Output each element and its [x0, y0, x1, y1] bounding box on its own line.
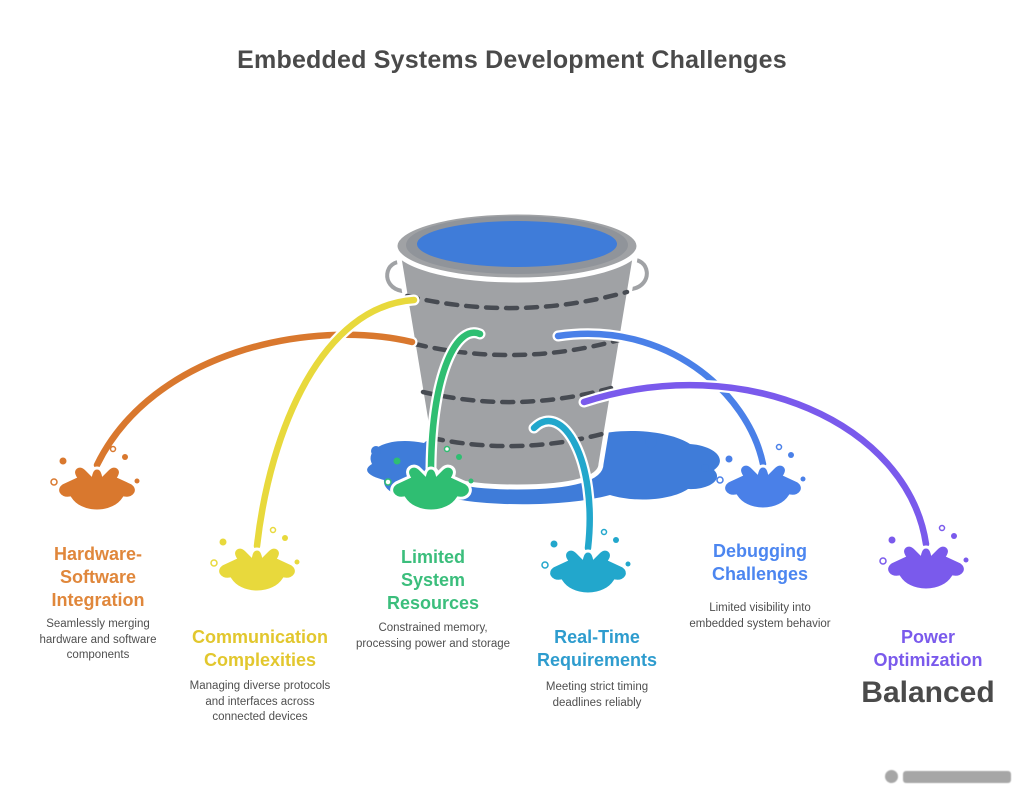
- watermark-text-bar: [903, 770, 1011, 783]
- leak-stream-hardware-software: [91, 329, 418, 471]
- label-limited-system-resources: Limited System Resources: [386, 547, 480, 614]
- bucket: [382, 209, 652, 490]
- splash-icon-hardware-software: [50, 445, 140, 513]
- desc-communication-complexities: Managing diverse protocols and interface…: [189, 680, 331, 724]
- watermark: [885, 768, 1011, 785]
- splash-icon-debugging: [716, 443, 806, 511]
- page-title: Embedded Systems Development Challenges: [237, 46, 787, 74]
- label-real-time-requirements: Real-Time Requirements: [536, 627, 658, 671]
- water-surface: [417, 221, 617, 267]
- label-debugging-challenges: Debugging Challenges: [711, 541, 809, 585]
- label-power-optimization: Power Optimization: [873, 627, 983, 671]
- splash-icon-communication: [210, 526, 300, 594]
- leak-streams: [91, 294, 932, 554]
- desc-debugging-challenges: Limited visibility into embedded system …: [689, 602, 831, 630]
- desc-real-time-requirements: Meeting strict timing deadlines reliably: [545, 681, 649, 709]
- splash-icon-resources: [384, 445, 474, 513]
- bucket-dashed-seams: [404, 289, 630, 449]
- label-communication-complexities: Communication Complexities: [191, 627, 328, 671]
- splash-icon-realtime: [541, 528, 631, 596]
- splash-icons: [50, 443, 969, 596]
- desc-limited-system-resources: Constrained memory, processing power and…: [355, 622, 511, 650]
- label-hardware-software-integration: Hardware-Software Integration: [51, 544, 145, 611]
- leak-stream-resources: [425, 327, 486, 474]
- leak-stream-power: [578, 379, 932, 550]
- desc-hardware-software-integration: Seamlessly merging hardware and software…: [39, 618, 157, 662]
- leak-stream-debugging: [552, 328, 769, 470]
- leak-stream-realtime: [528, 415, 596, 554]
- watermark-logo-icon: [885, 770, 898, 783]
- splash-icon-power: [879, 524, 969, 592]
- desc-power-optimization: Balanced: [861, 676, 995, 709]
- leak-stream-communication: [251, 294, 420, 552]
